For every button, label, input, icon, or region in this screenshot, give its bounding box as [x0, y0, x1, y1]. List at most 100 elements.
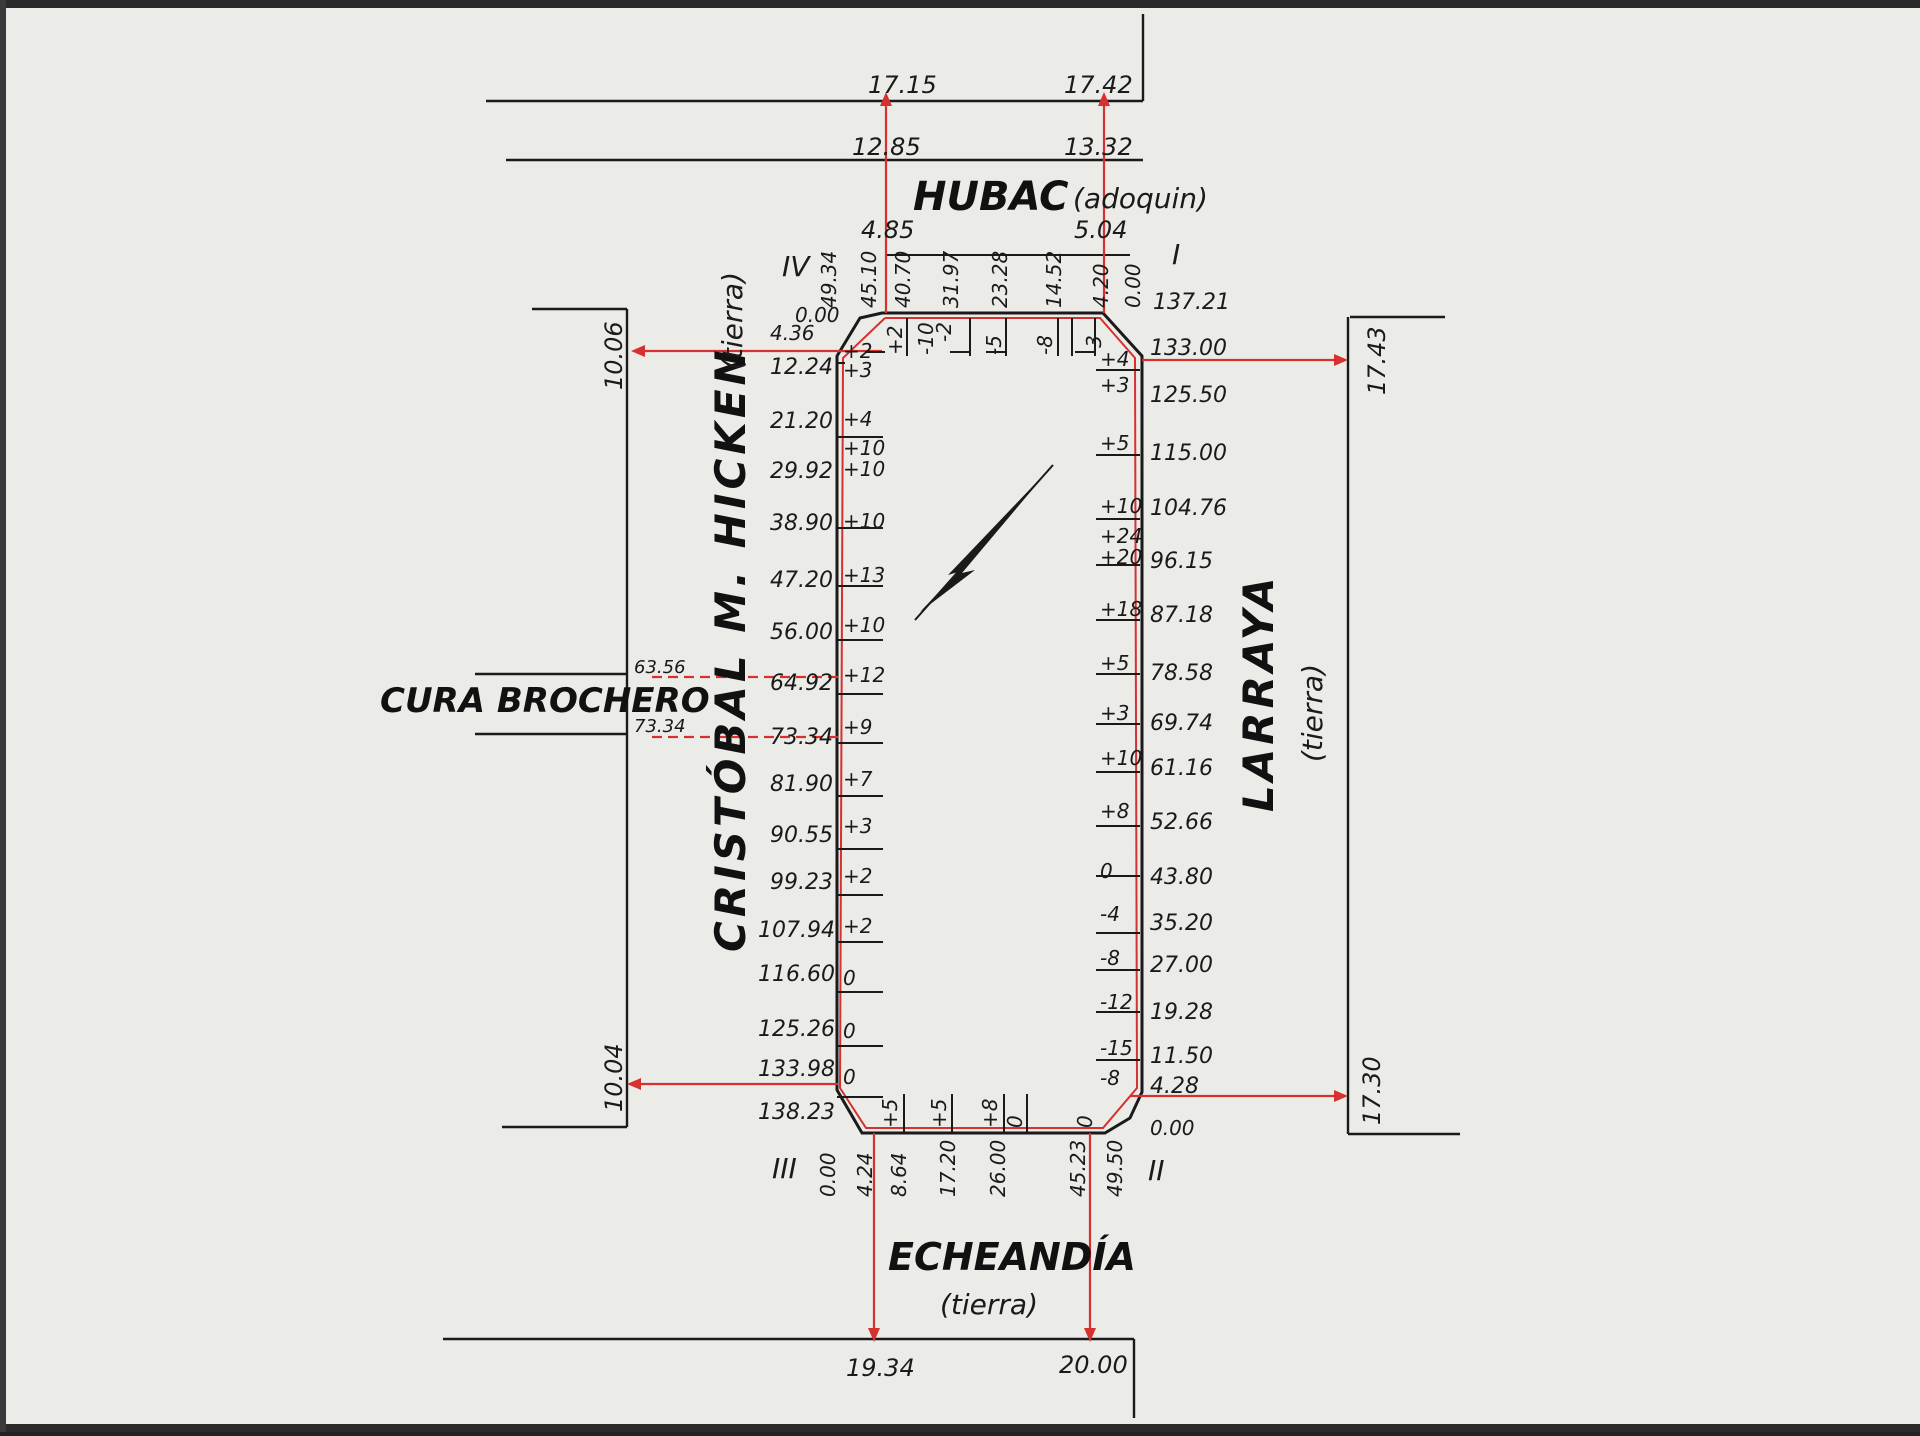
- west-chainage: 138.23: [758, 1100, 835, 1125]
- east-level-height: +8: [1100, 799, 1129, 823]
- west-level-height: +2: [843, 339, 872, 363]
- west-street-width: 10.06: [600, 321, 628, 390]
- west-level-height: +3: [843, 814, 872, 838]
- east-chainage: 96.15: [1150, 549, 1213, 574]
- east-street-width: 17.30: [1358, 1056, 1386, 1125]
- east-level-height: -12: [1100, 990, 1133, 1014]
- east-level-height: +10: [1100, 494, 1142, 518]
- west-chainage: 38.90: [770, 511, 833, 536]
- west-chainage: 64.92: [770, 671, 833, 696]
- east-level-height: -8: [1100, 1066, 1120, 1090]
- north-chainage: 0.00: [1121, 263, 1145, 308]
- east-chainage: 27.00: [1150, 953, 1213, 978]
- west-level-height: 0: [843, 966, 856, 990]
- dimension-arrows: [627, 92, 1348, 1342]
- north-sidewalk-width: 5.04: [1074, 216, 1127, 244]
- south-chainage: 45.23: [1066, 1140, 1090, 1197]
- east-chainage: 125.50: [1150, 383, 1227, 408]
- west-cross-street-mark: 63.56: [634, 657, 686, 678]
- street-name-south: ECHEANDÍA: [888, 1235, 1136, 1279]
- north-level-height: -2: [932, 322, 956, 342]
- block-outline: [835, 311, 1144, 1135]
- east-chainage: 137.21: [1153, 290, 1230, 315]
- west-chainage: 125.26: [758, 1017, 835, 1042]
- street-surface-east: (tierra): [1296, 664, 1329, 762]
- east-level-height: +3: [1100, 701, 1129, 725]
- south-level-height: 0: [1003, 1115, 1027, 1128]
- west-chainage: 12.24: [770, 355, 833, 380]
- east-level-height: -4: [1100, 902, 1120, 926]
- north-mid-width: 12.85: [852, 133, 921, 161]
- west-chainage: 47.20: [770, 568, 833, 593]
- west-level-height: +4: [843, 407, 872, 431]
- west-level-height: +2: [843, 914, 872, 938]
- north-level-height: -5: [982, 335, 1006, 355]
- west-level-height: +10: [843, 613, 885, 637]
- west-chainage: 4.36: [770, 321, 815, 345]
- west-street-width: 10.04: [600, 1043, 628, 1112]
- west-level-height: 0: [843, 1019, 856, 1043]
- west-chainage: 73.34: [770, 725, 833, 750]
- east-street-width: 17.43: [1363, 326, 1391, 395]
- street-names: HUBAC (adoquin) ECHEANDÍA (tierra) CURA …: [380, 174, 1329, 1321]
- east-chainage: 104.76: [1150, 496, 1227, 521]
- west-level-height: +12: [843, 663, 885, 687]
- west-chainage: 107.94: [758, 918, 835, 943]
- arrow-north-left: [880, 92, 892, 106]
- east-chainage: 133.00: [1150, 336, 1227, 361]
- south-chainage: 26.00: [986, 1140, 1010, 1197]
- west-level-height: +10: [843, 509, 885, 533]
- east-level-height: +5: [1100, 431, 1129, 455]
- north-chainage: 45.10: [857, 251, 881, 308]
- corner-markers: I II III IV: [772, 238, 1180, 1187]
- street-surface-south: (tierra): [940, 1288, 1038, 1321]
- arrow-west-bottom: [627, 1078, 641, 1090]
- east-level-height: -8: [1100, 946, 1120, 970]
- street-name-cross-west: CURA BROCHERO: [380, 681, 710, 721]
- north-chainage: 4.20: [1089, 263, 1113, 308]
- east-level-height: +3: [1100, 373, 1129, 397]
- street-surface-north: (adoquin): [1073, 182, 1208, 215]
- west-level-height: +7: [843, 767, 873, 791]
- east-chainage: 61.16: [1150, 756, 1213, 781]
- west-chainage: 21.20: [770, 409, 833, 434]
- scan-edge-top: [0, 0, 1920, 8]
- street-surface-west: (tierra): [716, 272, 749, 370]
- north-chainage: 40.70: [891, 251, 915, 308]
- east-level-height: +24: [1100, 524, 1142, 548]
- west-chainage: 90.55: [770, 823, 833, 848]
- corner-label-sw: III: [772, 1152, 797, 1185]
- corner-label-ne: I: [1172, 238, 1180, 271]
- street-name-west: CRISTÓBAL M. HICKEN: [705, 346, 755, 952]
- west-chainage: 0.00: [795, 303, 840, 327]
- east-chainage: 87.18: [1150, 603, 1213, 628]
- north-level-height: +2: [883, 326, 907, 355]
- east-chainage: 69.74: [1150, 711, 1213, 736]
- west-cross-street-mark: 73.34: [634, 716, 686, 737]
- north-outer-width: 17.42: [1064, 71, 1133, 99]
- east-chainage: 19.28: [1150, 1000, 1213, 1025]
- street-name-east: LARRAYA: [1234, 573, 1283, 812]
- east-chainage: 0.00: [1150, 1116, 1195, 1140]
- west-level-height: +10: [843, 436, 885, 460]
- west-chainage: 29.92: [770, 459, 833, 484]
- south-chainage: 4.24: [853, 1152, 877, 1197]
- north-arrow-icon: [914, 464, 1054, 621]
- west-chainage: 133.98: [758, 1057, 835, 1082]
- east-chainage: 115.00: [1150, 441, 1227, 466]
- north-mid-width: 13.32: [1064, 133, 1133, 161]
- east-chainage: 78.58: [1150, 661, 1213, 686]
- south-chainage: 17.20: [936, 1140, 960, 1197]
- north-chainage: 49.34: [817, 251, 841, 308]
- west-chainage: 116.60: [758, 962, 835, 987]
- arrow-south-left: [868, 1328, 880, 1342]
- east-level-height: +18: [1100, 597, 1142, 621]
- north-level-height: -10: [914, 322, 938, 355]
- east-chainage: 11.50: [1150, 1044, 1213, 1069]
- west-level-height: +2: [843, 864, 872, 888]
- west-chainage: 99.23: [770, 870, 833, 895]
- dimension-lines: [632, 101, 1343, 1336]
- street-name-north: HUBAC: [913, 174, 1069, 220]
- west-chainage: 56.00: [770, 620, 833, 645]
